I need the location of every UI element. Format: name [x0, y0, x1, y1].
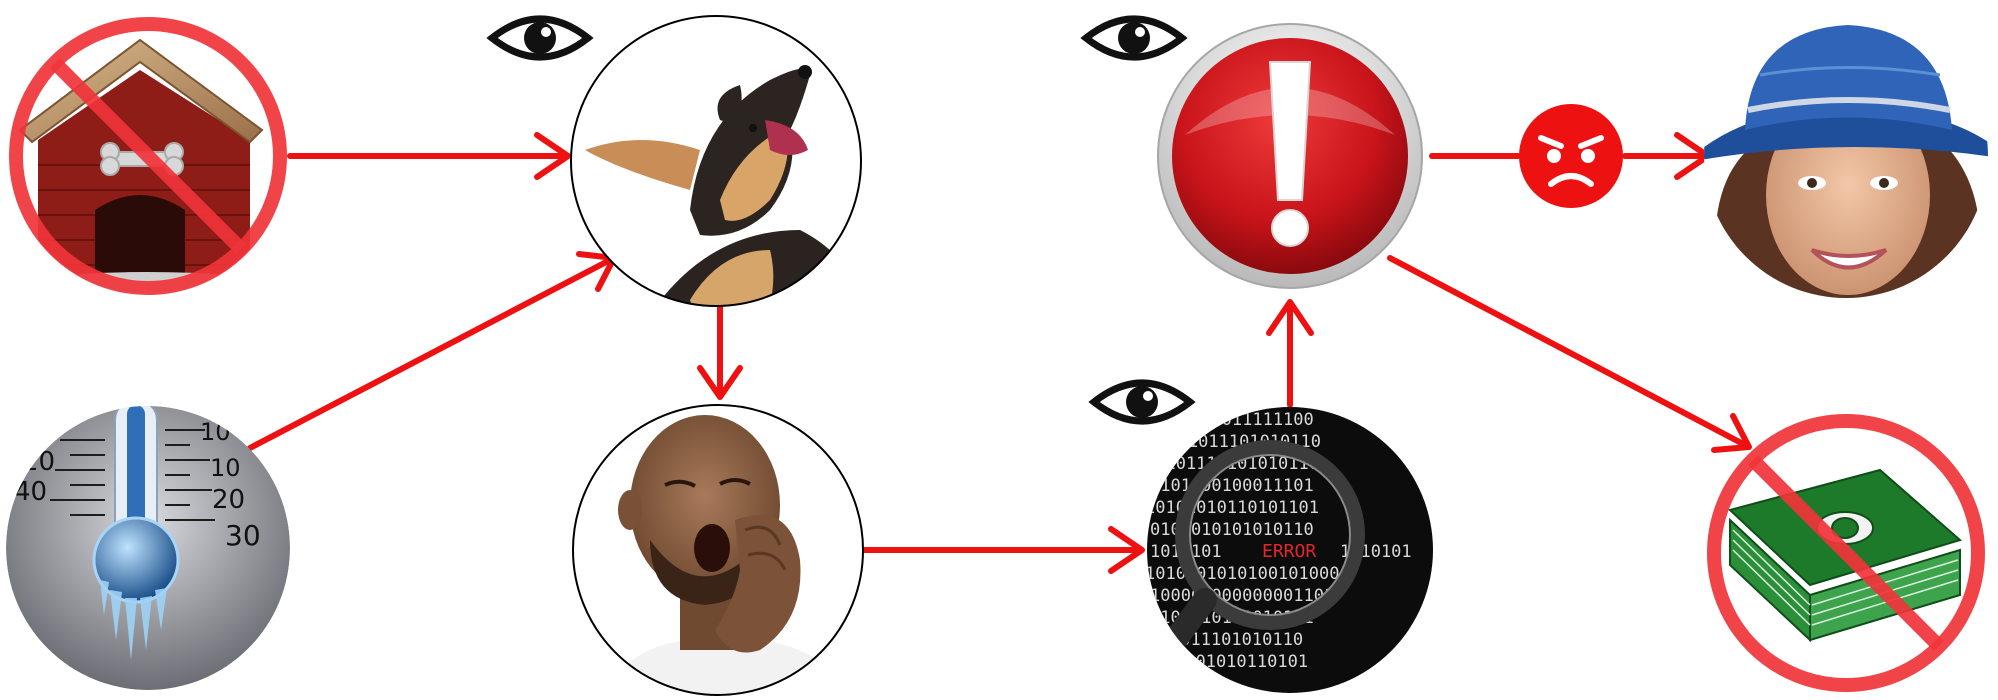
error-label: ERROR [1262, 541, 1316, 562]
arrow-alert-to-money [1390, 258, 1749, 450]
binary-line: 10101010110101101 [1145, 498, 1319, 518]
node-customer [1700, 10, 1998, 310]
arrow-dog-to-man [700, 305, 740, 397]
eye-icon [492, 19, 588, 57]
scale-label: 0 [30, 415, 47, 445]
binary-line: 0101010101010110 [1150, 520, 1314, 540]
scale-label: 10 [200, 418, 231, 446]
binary-line: 100001000000001101 [1150, 586, 1334, 606]
node-freezing: 40 20 0 10 10 20 30 [6, 400, 290, 690]
scale-label: 40 [14, 477, 47, 507]
magnifier-binary-error-icon: 1000001011111100 10011011101010110 10101… [1140, 400, 1440, 700]
scale-label: 20 [212, 485, 245, 515]
binary-line: 1010101010100101000 [1145, 564, 1339, 584]
arrow-error-to-alert [1269, 302, 1311, 405]
eye-icon [1086, 19, 1182, 57]
node-barking-dog [571, 16, 870, 330]
angry-face-icon [1519, 104, 1623, 208]
arrow-doghouse-to-dog [290, 135, 568, 177]
node-alert [1158, 24, 1422, 288]
eye-icon [1094, 383, 1190, 421]
arrow-emotion-to-customer [1625, 135, 1708, 177]
node-error-search: 1000001011111100 10011011101010110 10101… [1140, 400, 1440, 700]
scale-label: 20 [22, 447, 55, 477]
customer-face-icon [1700, 10, 1998, 310]
exclamation-alert-icon [1158, 24, 1422, 288]
node-no-money [1700, 410, 1998, 700]
scale-label: 30 [225, 519, 261, 552]
node-sleepy-man [573, 405, 863, 700]
binary-line: 0001010110101 [1175, 652, 1308, 672]
binary-line: 0101000100011101 [1150, 476, 1314, 496]
node-no-doghouse [10, 18, 286, 294]
arrow-man-to-error [863, 529, 1142, 571]
arrows [250, 135, 1749, 571]
frozen-thermometer-icon: 40 20 0 10 10 20 30 [6, 400, 290, 690]
arrow-thermometer-to-dog [250, 254, 614, 448]
scale-label: 10 [210, 454, 241, 482]
